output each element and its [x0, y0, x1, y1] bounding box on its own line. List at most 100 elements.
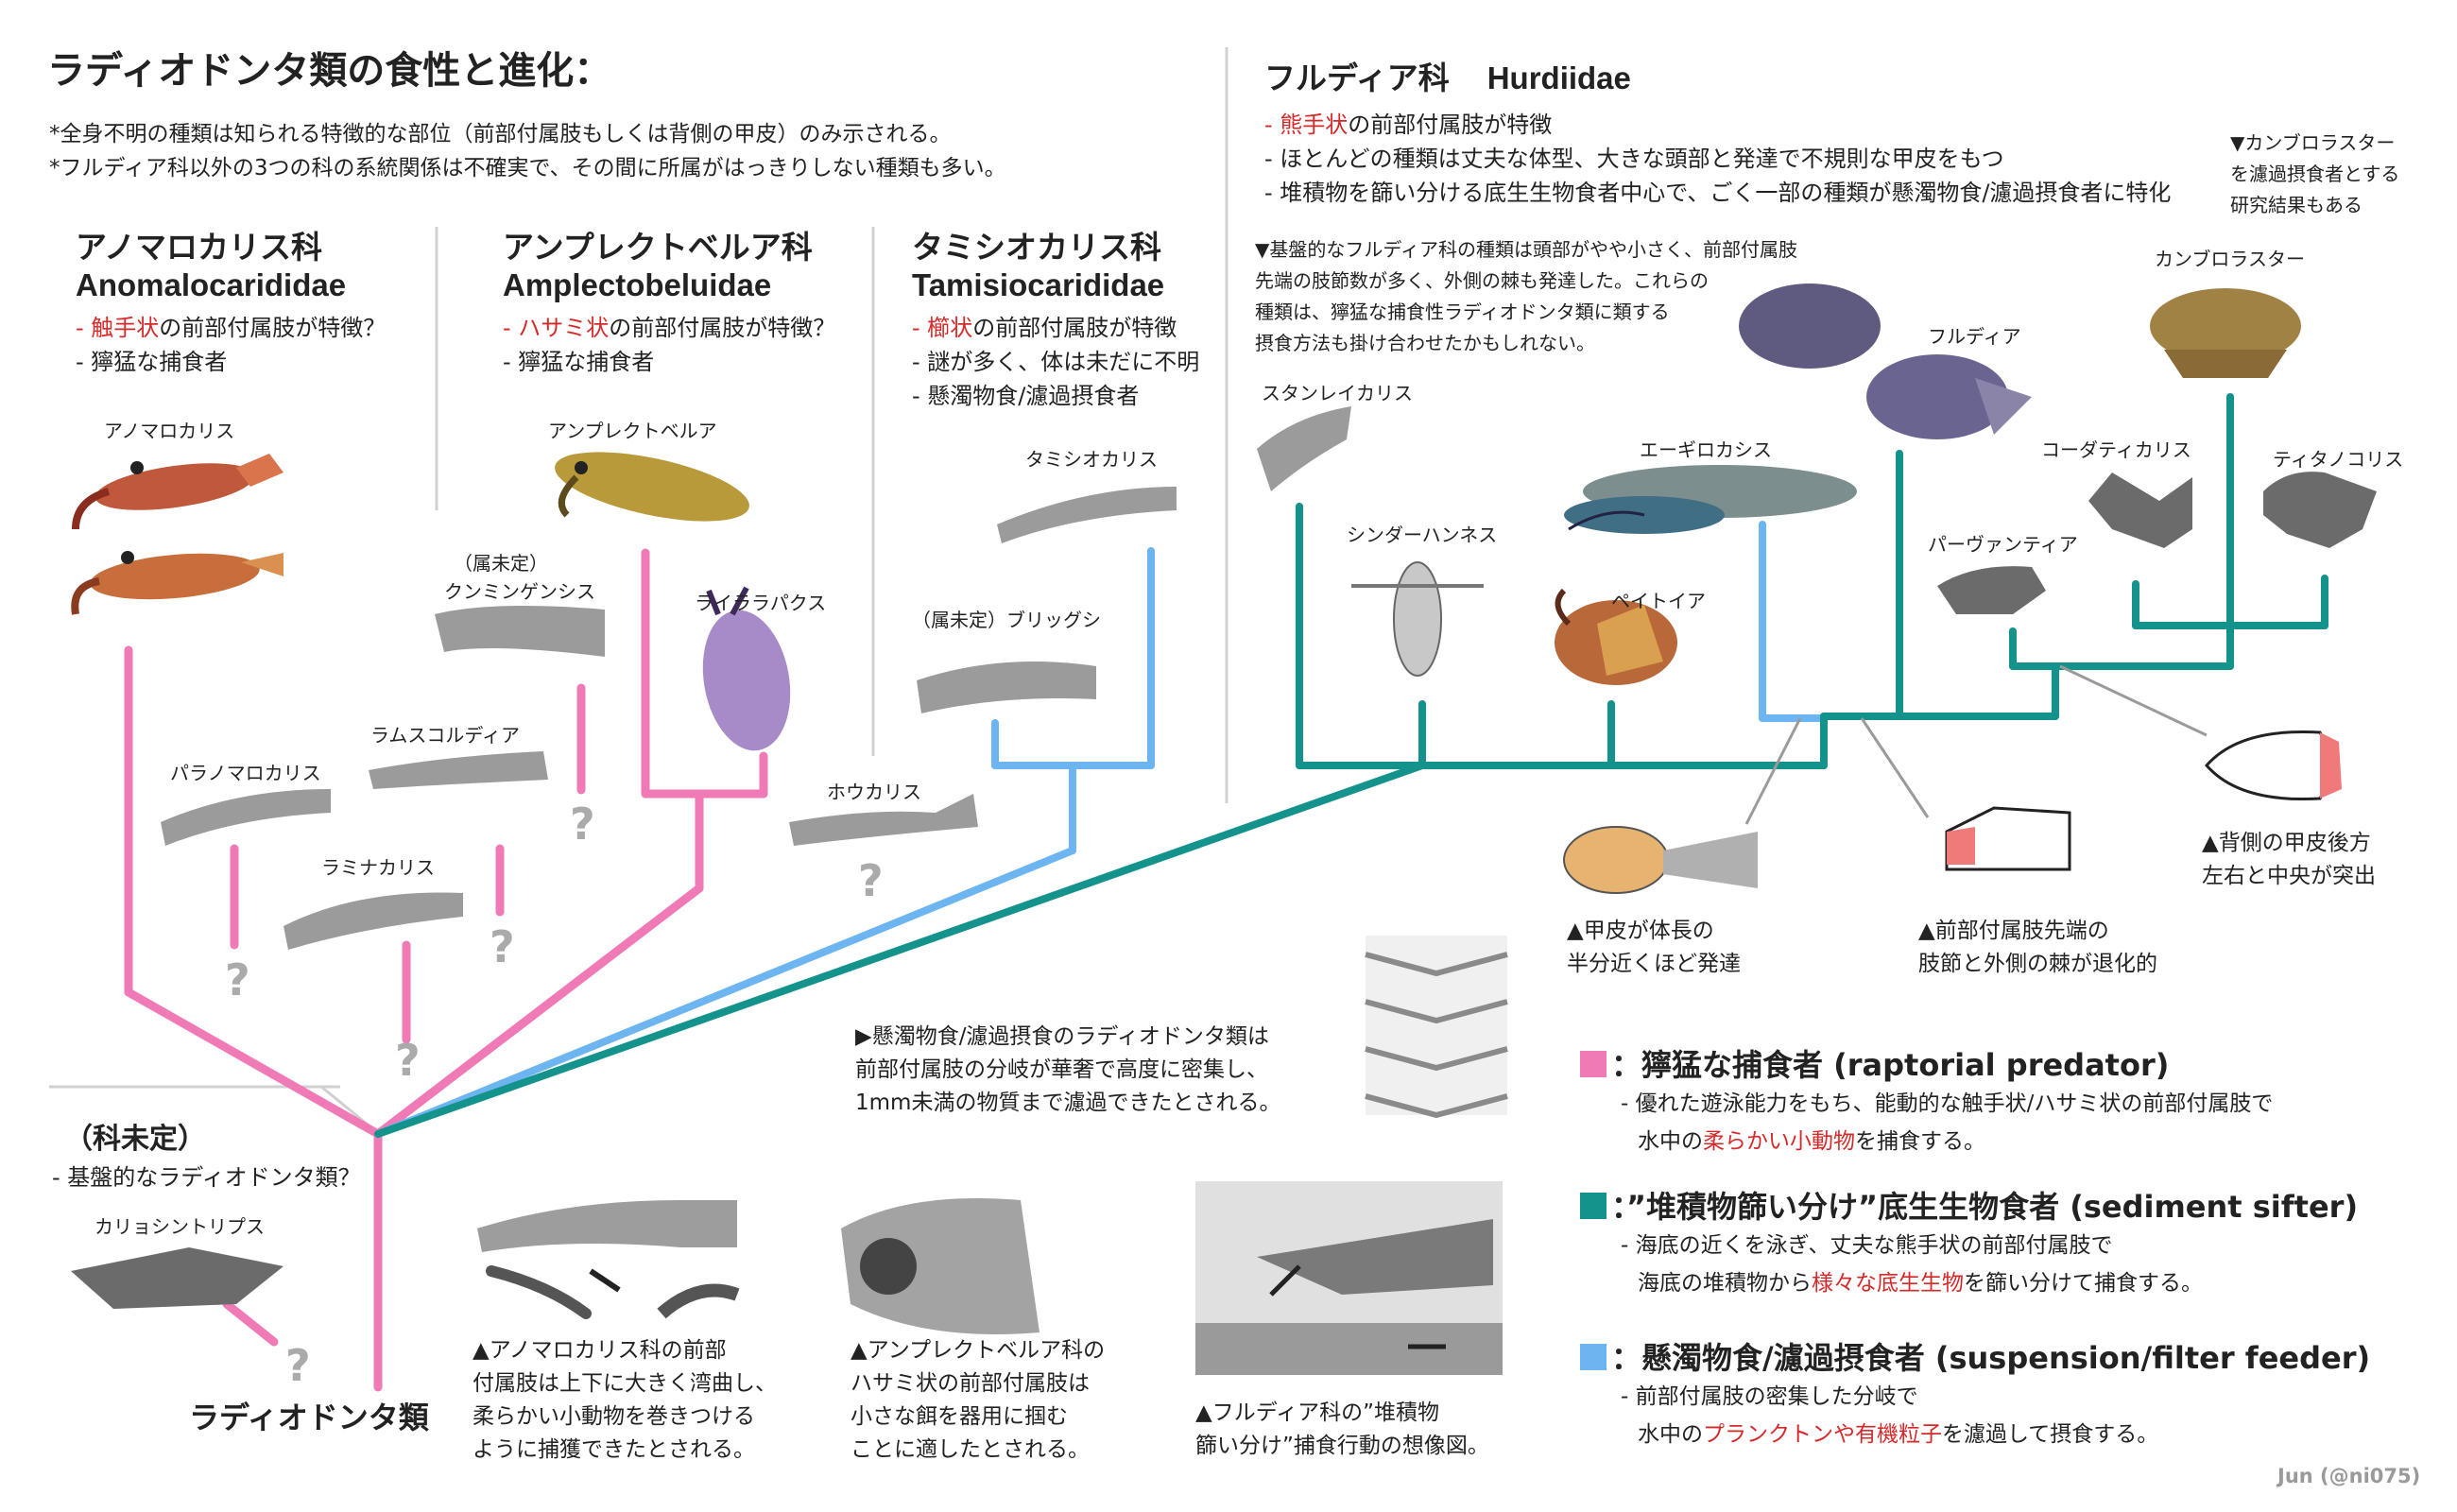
family-jp: タミシオカリス科 — [912, 229, 1161, 266]
pahvantia-silhouette — [1937, 566, 2046, 614]
legend-title: ：懸濁物食/濾過摂食者 (suspension/filter feeder) — [1611, 1340, 2371, 1376]
legend-raptorial: ：獰猛な捕食者 (raptorial predator) - 優れた遊泳能力をも… — [1611, 1041, 2273, 1160]
taxon-label-briggsi: （属未定）ブリッグシ — [912, 609, 1101, 631]
taxon-label-kunmingensis-pre: （属未定） — [454, 552, 548, 575]
question-mark: ? — [570, 799, 595, 850]
question-mark: ? — [490, 921, 515, 972]
page-title: ラディオドンタ類の食性と進化： — [47, 49, 612, 93]
kunmingensis-appendage — [435, 606, 605, 657]
taxon-label-cordaticaris: コーダティカリス — [2041, 438, 2191, 461]
filter-appendage-closeup — [1365, 936, 1508, 1119]
pointer-dorsal — [2059, 664, 2208, 737]
taxon-label-stanleycaris: スタンレイカリス — [1262, 382, 1413, 404]
caption-amplectobeluid: ▲アンプレクトベルア科のハサミ状の前部付属肢は小さな餌を器用に掴むことに適したと… — [850, 1338, 1106, 1462]
briggsi-appendage — [917, 662, 1096, 713]
unassigned-title: （科未定） — [64, 1123, 206, 1156]
family-en: Anomalocarididae — [76, 267, 347, 302]
amplectobeluid-feeding-illustration — [841, 1198, 1040, 1334]
tamisiocaris-appendage — [997, 487, 1177, 543]
ramskoeldia-appendage — [369, 751, 548, 789]
question-mark: ? — [225, 954, 250, 1005]
family-en: Tamisiocarididae — [912, 267, 1165, 302]
family-jp: アンプレクトベルア科 — [503, 229, 813, 266]
family-feature-1: - ハサミ状の前部付属肢が特徴？ — [503, 315, 836, 341]
family-feature-2: - 謎が多く、体は未だに不明 — [912, 349, 1200, 375]
legend-swatch-filter — [1580, 1344, 1606, 1370]
question-mark: ? — [858, 855, 884, 906]
cordaticaris-silhouette — [2088, 472, 2192, 548]
pointer-appendage — [1860, 717, 1930, 818]
cambroraster-illustration — [2150, 288, 2301, 378]
filter-note: ▶懸濁物食/濾過摂食のラディオドンタ類は前部付属肢の分岐が華奢で高度に密集し、1… — [855, 1024, 1281, 1115]
caption-hurdiid: ▲フルディア科の”堆積物篩い分け”捕食行動の想像図。 — [1195, 1400, 1489, 1458]
family-feature-3: - 堆積物を篩い分ける底生生物食者中心で、ごく一部の種類が懸濁物食/濾過摂食者に… — [1264, 180, 2172, 206]
unassigned-desc: - 基盤的なラディオドンタ類？ — [52, 1164, 361, 1191]
taxon-label-peytoia: ペイトイア — [1611, 590, 1706, 612]
note-2: *フルディア科以外の3つの科の系統関係は不確実で、その間に所属がはっきりしない種… — [49, 156, 1006, 180]
houcaris-appendage — [789, 794, 978, 846]
stanleycaris-appendage — [1257, 406, 1351, 491]
family-feature-1: - 熊手状の前部付属肢が特徴 — [1264, 112, 1553, 138]
laminacaris-appendage — [284, 892, 463, 950]
family-feature-1: - 櫛状の前部付属肢が特徴 — [912, 315, 1177, 341]
trait-caption-appendage: ▲前部付属肢先端の肢節と外側の棘が退化的 — [1918, 919, 2157, 976]
taxon-label-aegirocassis: エーギロカシス — [1640, 438, 1772, 461]
legend-title: ：”堆積物篩い分け”底生生物食者 (sediment sifter) — [1611, 1189, 2359, 1225]
taxon-label-paranomalocaris: パラノマロカリス — [170, 762, 321, 784]
family-en: Amplectobeluidae — [503, 267, 772, 302]
legend-swatch-raptorial — [1580, 1051, 1606, 1077]
schinderhannes-illustration — [1351, 561, 1484, 677]
hurdiid-basal-note: ▼基盤的なフルディア科の種類は頭部がやや小さく、前部付属肢先端の肢節数が多く、外… — [1255, 238, 1797, 354]
taxon-label-hurdia: フルディア — [1928, 325, 2021, 348]
caption-anomalocarid: ▲アノマロカリス科の前部付属肢は上下に大きく湾曲し、柔らかい小動物を巻きつけるよ… — [472, 1338, 777, 1462]
taxon-label-caryosyntrips: カリョシントリプス — [94, 1215, 265, 1238]
pink-branches — [124, 548, 768, 1392]
taxon-label-lyrarapax: ライララパクス — [695, 592, 827, 614]
family-jp: フルディア科 — [1264, 60, 1450, 96]
root-label: ラディオドンタ類 — [189, 1400, 429, 1435]
aegirocassis-illustration — [1564, 465, 1857, 534]
taxon-label-amplectobelua: アンプレクトベルア — [548, 420, 717, 442]
question-mark: ? — [395, 1035, 421, 1086]
hurdia-illustration — [1739, 284, 2032, 439]
carapace-trait-illustration — [1563, 826, 1669, 894]
taxon-label-ramskoeldia: ラムスコルディア — [370, 724, 520, 747]
titanokorys-silhouette — [2263, 472, 2377, 548]
legend-title: ：獰猛な捕食者 (raptorial predator) — [1611, 1047, 2170, 1083]
family-feature-2: - 獰猛な捕食者 — [503, 349, 655, 375]
taxon-label-titanokorys: ティタノコリス — [2273, 448, 2404, 471]
taxon-label-houcaris: ホウカリス — [827, 781, 921, 803]
pointer-carapace — [1744, 717, 1802, 825]
blue-branches — [374, 521, 1828, 1138]
taxon-label-laminacaris: ラミナカリス — [321, 856, 435, 879]
credit: Jun (@ni075) — [2277, 1465, 2421, 1487]
family-anomalocarididae: アノマロカリス科 Anomalocarididae - 触手状の前部付属肢が特徴… — [76, 222, 386, 379]
question-mark: ? — [285, 1340, 311, 1391]
legend-swatch-sediment — [1580, 1193, 1606, 1219]
legend-sediment: ：”堆積物篩い分け”底生生物食者 (sediment sifter) - 海底の… — [1611, 1183, 2358, 1302]
amplectobelua-illustration — [555, 452, 749, 522]
family-feature-2: - 獰猛な捕食者 — [76, 349, 228, 375]
note-1: *全身不明の種類は知られる特徴的な部位（前部付属肢もしくは背側の甲皮）のみ示され… — [49, 122, 952, 146]
taxon-label-kunmingensis: クンミンゲンシス — [444, 580, 595, 603]
peytoia-illustration — [1555, 588, 1677, 685]
family-tamisiocarididae: タミシオカリス科 Tamisiocarididae - 櫛状の前部付属肢が特徴 … — [912, 222, 1199, 413]
family-amplectobeluidae: アンプレクトベルア科 Amplectobeluidae - ハサミ状の前部付属肢… — [503, 222, 835, 379]
paranomalocaris-appendage — [161, 789, 331, 846]
dorsal-trait-illustration — [2205, 730, 2341, 801]
legend-filter: ：懸濁物食/濾過摂食者 (suspension/filter feeder) -… — [1611, 1334, 2370, 1453]
taxon-label-schinderhannes: シンダーハンネス — [1347, 524, 1498, 546]
cambroraster-note: ▼カンブロラスターを濾過摂食者とする研究結果もある — [2230, 131, 2400, 216]
lyrarapax-illustration — [702, 586, 791, 751]
caryosyntrips-silhouette — [71, 1247, 284, 1309]
taxon-label-anomalocaris: アノマロカリス — [104, 420, 235, 442]
family-feature-3: - 懸濁物食/濾過摂食者 — [912, 383, 1140, 409]
family-feature-2: - ほとんどの種類は丈夫な体型、大きな頭部と発達で不規則な甲皮をもつ — [1264, 146, 2004, 172]
anomalocaris-illustration — [71, 454, 284, 615]
taxon-label-tamisiocaris: タミシオカリス — [1025, 448, 1158, 471]
family-feature-1: - 触手状の前部付属肢が特徴？ — [76, 315, 387, 341]
family-jp: アノマロカリス科 — [76, 229, 323, 266]
taxon-label-cambroraster: カンブロラスター — [2155, 248, 2305, 270]
